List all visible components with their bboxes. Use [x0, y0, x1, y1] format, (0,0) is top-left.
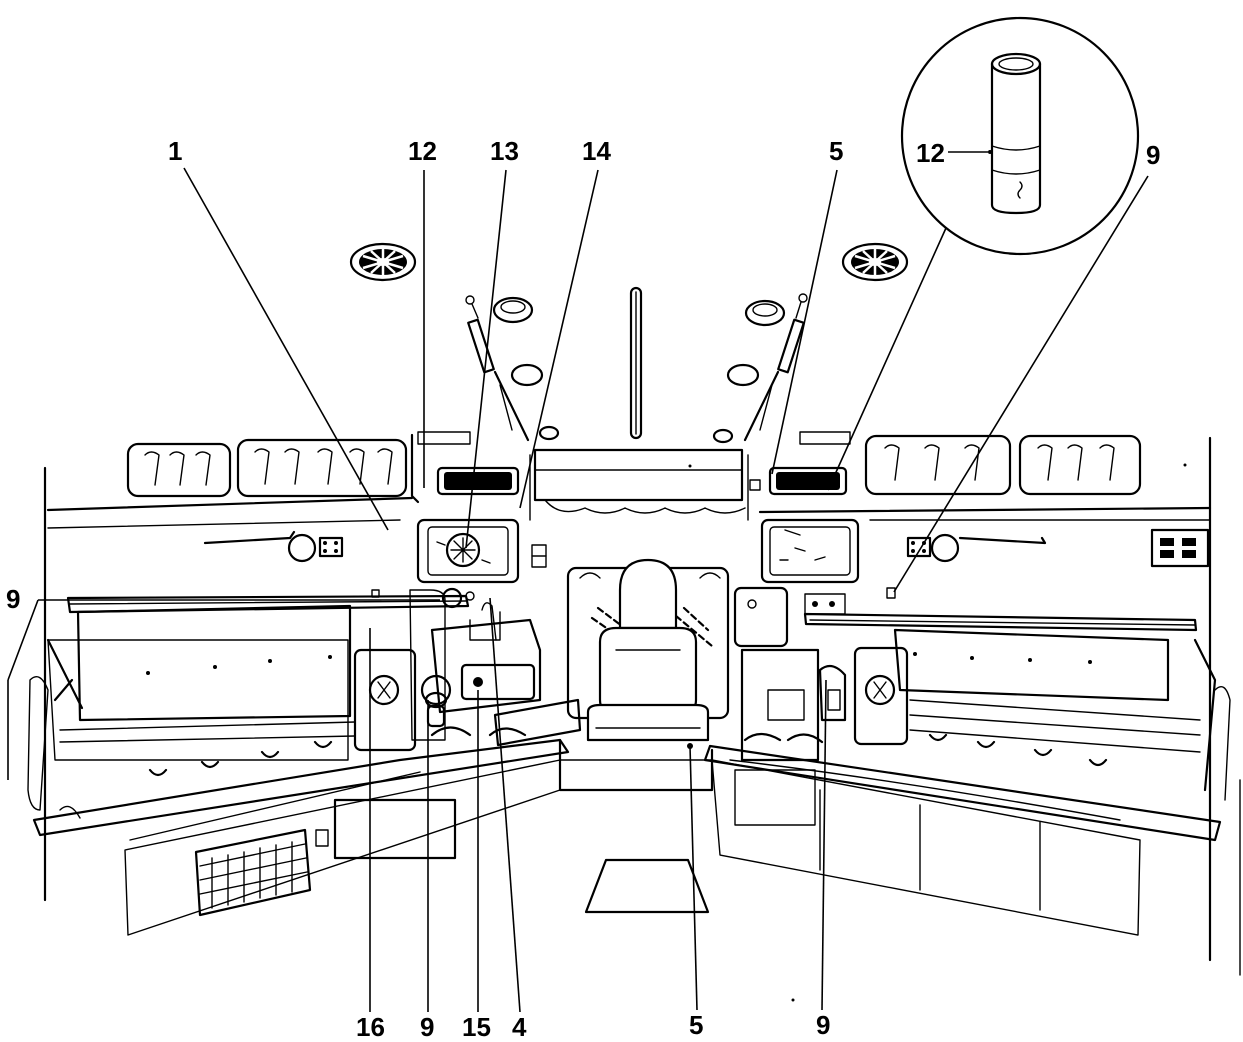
front-bulkhead-left [416, 518, 547, 584]
callout-5-top: 5 [829, 136, 843, 166]
left-wall-fixtures [203, 530, 380, 598]
upper-cabinets-left [126, 431, 520, 504]
roof-vent-icon [841, 242, 909, 282]
front-header-cabinet [529, 448, 749, 521]
callout-labels: 1 12 13 14 5 12 9 9 16 9 15 4 5 9 [6, 136, 1160, 1042]
front-bulkhead-right [760, 518, 860, 584]
iv-hanger-left [465, 295, 530, 442]
right-wall-fixtures [886, 528, 1210, 599]
callout-9-bottom-left: 9 [420, 1012, 434, 1042]
callout-4: 4 [512, 1012, 527, 1042]
iv-hanger-right [743, 293, 808, 442]
oxygen-cylinder-icon [990, 52, 1042, 215]
ceiling-grab-rail [629, 286, 643, 440]
right-equipment [733, 586, 847, 762]
callout-14: 14 [582, 136, 611, 166]
suction-unit [430, 587, 542, 714]
side-walls [43, 436, 1241, 976]
callout-5-bottom: 5 [689, 1010, 703, 1040]
left-floor-cabinet [430, 698, 582, 747]
callout-15: 15 [462, 1012, 491, 1042]
attendant-seat-icon [586, 558, 710, 742]
left-bench [27, 594, 570, 936]
detail-inset [900, 16, 1140, 256]
right-bench [703, 612, 1231, 936]
dome-light-icon [492, 296, 786, 444]
callout-12-top: 12 [408, 136, 437, 166]
leader-lines [7, 167, 1149, 1013]
callout-9-left: 9 [6, 584, 20, 614]
callout-9-bottom-right: 9 [816, 1010, 830, 1040]
callout-12-inset: 12 [916, 138, 945, 168]
upper-cabinets-right [749, 431, 1142, 496]
callout-16: 16 [356, 1012, 385, 1042]
callout-13: 13 [490, 136, 519, 166]
roof-vent-icon [349, 242, 417, 282]
callout-1: 1 [168, 136, 182, 166]
heater-grille [194, 828, 312, 917]
callout-9-right: 9 [1146, 140, 1160, 170]
ceiling [349, 242, 909, 444]
